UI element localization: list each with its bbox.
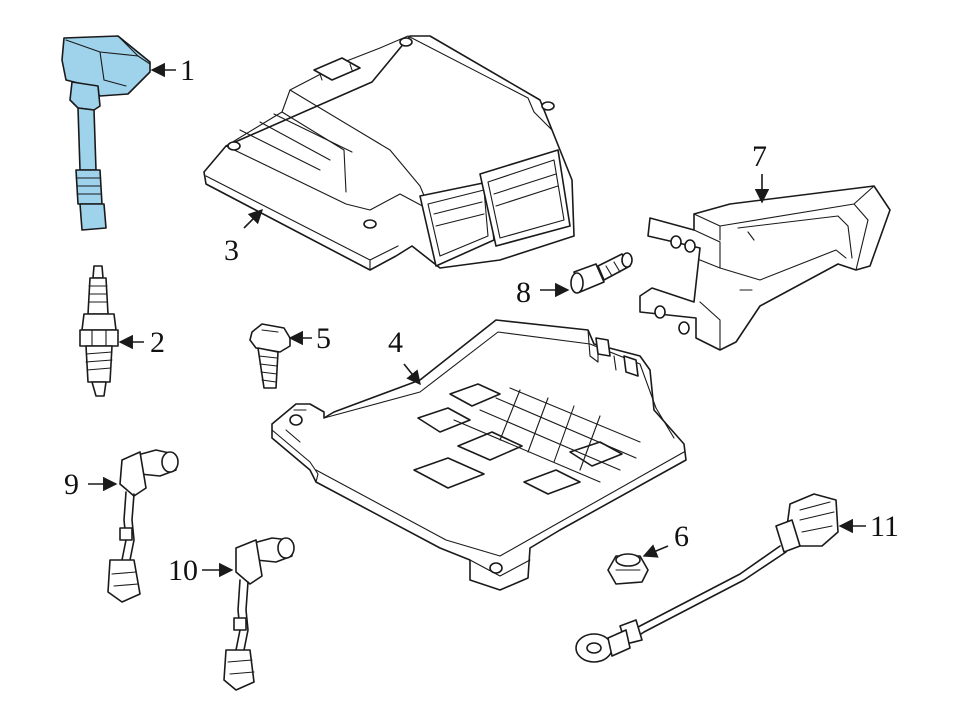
nut[interactable] bbox=[607, 553, 649, 585]
callout-7: 7 bbox=[752, 140, 767, 173]
speed-sensor-10[interactable] bbox=[223, 537, 295, 691]
callout-6: 6 bbox=[674, 520, 689, 553]
callout-3: 3 bbox=[224, 234, 239, 267]
sensor[interactable] bbox=[570, 252, 633, 294]
callout-4: 4 bbox=[388, 326, 403, 359]
engine-control-module[interactable] bbox=[203, 35, 575, 271]
callout-10: 10 bbox=[168, 554, 198, 587]
speed-sensor-9[interactable] bbox=[107, 449, 179, 603]
ignition-coil[interactable] bbox=[61, 35, 151, 231]
mounting-bracket[interactable] bbox=[271, 319, 687, 591]
callout-1: 1 bbox=[180, 54, 195, 87]
arrow-3 bbox=[243, 208, 264, 229]
callout-arrows bbox=[88, 62, 866, 578]
bolt[interactable] bbox=[249, 323, 291, 389]
callout-11: 11 bbox=[870, 510, 899, 543]
callout-5: 5 bbox=[316, 322, 331, 355]
arrow-4 bbox=[403, 363, 421, 386]
callout-9: 9 bbox=[64, 468, 79, 501]
spark-plug[interactable] bbox=[79, 265, 119, 397]
arrow-6 bbox=[642, 544, 669, 558]
callout-2: 2 bbox=[150, 326, 165, 359]
heat-shield-bracket[interactable] bbox=[639, 185, 891, 351]
callout-labels: 1 2 3 4 5 6 7 8 9 10 11 bbox=[64, 54, 899, 587]
knock-sensor[interactable] bbox=[575, 493, 839, 663]
callout-8: 8 bbox=[516, 276, 531, 309]
